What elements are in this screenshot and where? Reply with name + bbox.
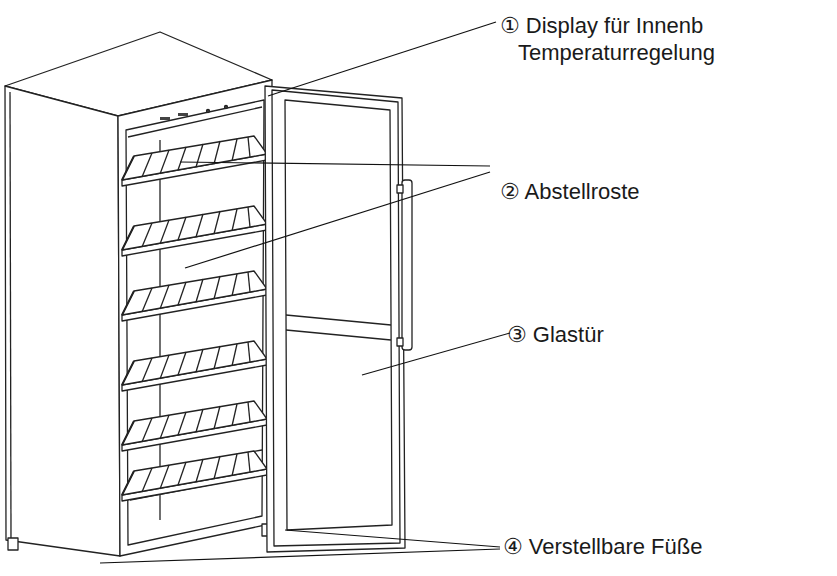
callout-label: ① Display für Innenb Temperaturregelung	[500, 12, 836, 66]
callout-label: ④ Verstellbare Füße	[503, 533, 823, 560]
callout-label: ② Abstellroste	[500, 178, 800, 205]
callout-label: ③ Glastür	[507, 321, 807, 348]
